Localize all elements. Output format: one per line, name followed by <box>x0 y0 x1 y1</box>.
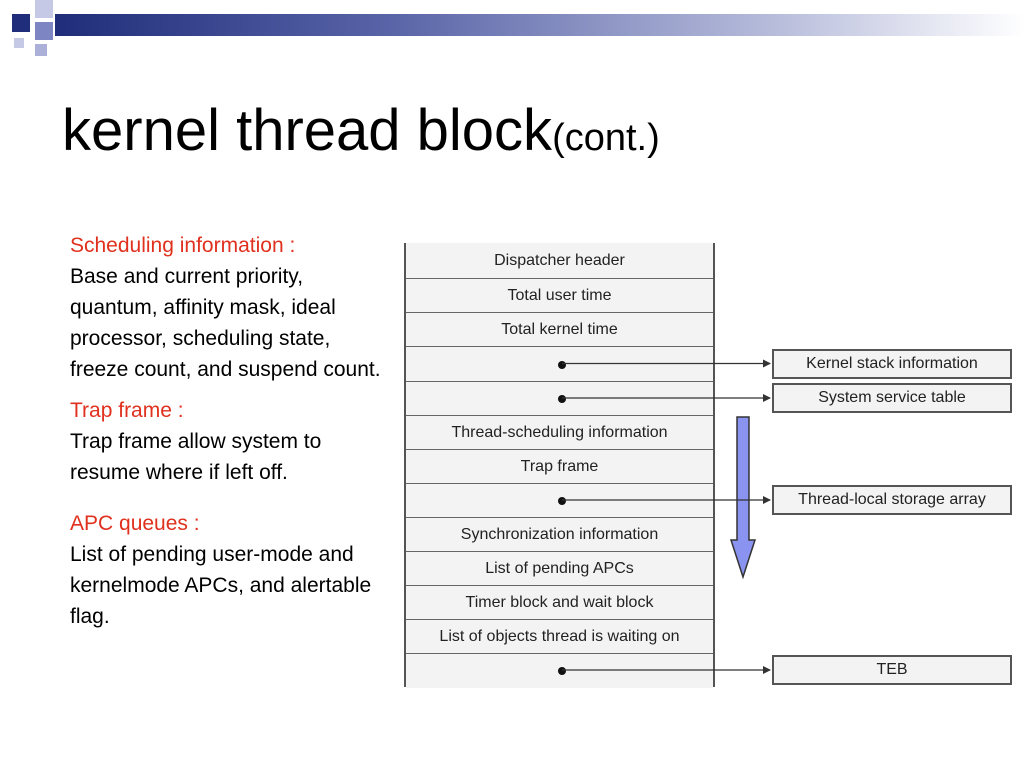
block-pointer-field <box>406 483 713 518</box>
deco-square-mid <box>35 22 53 40</box>
block-field-label: List of pending APCs <box>485 560 634 577</box>
block-field: Thread-scheduling information <box>406 415 713 450</box>
block-field: Trap frame <box>406 449 713 484</box>
section-heading: Scheduling information : <box>70 234 296 257</box>
deco-square-small <box>14 38 24 48</box>
pointer-target-label: Thread-local storage array <box>798 491 986 508</box>
section-heading: Trap frame : <box>70 399 184 422</box>
pointer-target-box: System service table <box>772 383 1012 413</box>
block-field-label: Synchronization information <box>460 526 659 543</box>
title-main: kernel thread block <box>62 98 553 163</box>
header-gradient-bar <box>55 14 1024 36</box>
pointer-target-box: TEB <box>772 655 1012 685</box>
section-body: Trap frame allow system to resume where … <box>70 430 322 484</box>
section-body: List of pending user-mode and kernelmode… <box>70 543 372 628</box>
pointer-dot <box>558 360 566 369</box>
block-field-label: Thread-scheduling information <box>451 424 668 441</box>
block-field: Synchronization information <box>406 517 713 552</box>
block-field: Total user time <box>406 278 713 313</box>
block-pointer-field <box>406 653 713 688</box>
section-trap-frame: Trap frame : Trap frame allow system to … <box>70 395 390 488</box>
block-field: Total kernel time <box>406 312 713 347</box>
deco-square-navy <box>12 14 30 32</box>
page-title: kernel thread block(cont.) <box>62 96 660 173</box>
block-field-label: List of objects thread is waiting on <box>439 628 680 645</box>
section-scheduling: Scheduling information : Base and curren… <box>70 230 390 385</box>
block-field-label: Total user time <box>507 287 612 304</box>
block-field: Dispatcher header <box>406 243 713 278</box>
title-suffix: (cont.) <box>552 117 660 159</box>
block-field-label: Trap frame <box>520 458 599 475</box>
deco-square-light <box>35 0 53 18</box>
deco-square-pale <box>35 44 47 56</box>
pointer-target-box: Kernel stack information <box>772 348 1012 379</box>
pointer-target-label: TEB <box>876 661 908 678</box>
section-apc-queues: APC queues : List of pending user-mode a… <box>70 508 390 632</box>
block-field-label: Dispatcher header <box>494 251 625 269</box>
section-heading: APC queues : <box>70 512 200 535</box>
block-field-label: Total kernel time <box>501 321 618 338</box>
block-field: List of objects thread is waiting on <box>406 619 713 654</box>
block-field: List of pending APCs <box>406 551 713 586</box>
pointer-target-label: Kernel stack information <box>806 354 978 372</box>
section-body: Base and current priority, quantum, affi… <box>70 265 381 381</box>
flow-down-arrow <box>729 416 757 580</box>
block-field-label: Timer block and wait block <box>465 594 654 611</box>
pointer-target-box: Thread-local storage array <box>772 485 1012 515</box>
block-field: Timer block and wait block <box>406 585 713 620</box>
pointer-target-label: System service table <box>818 389 966 406</box>
pointer-dot <box>558 497 566 505</box>
description-column: Scheduling information : Base and curren… <box>70 230 390 632</box>
pointer-dot <box>558 395 566 403</box>
pointer-dot <box>558 667 566 675</box>
